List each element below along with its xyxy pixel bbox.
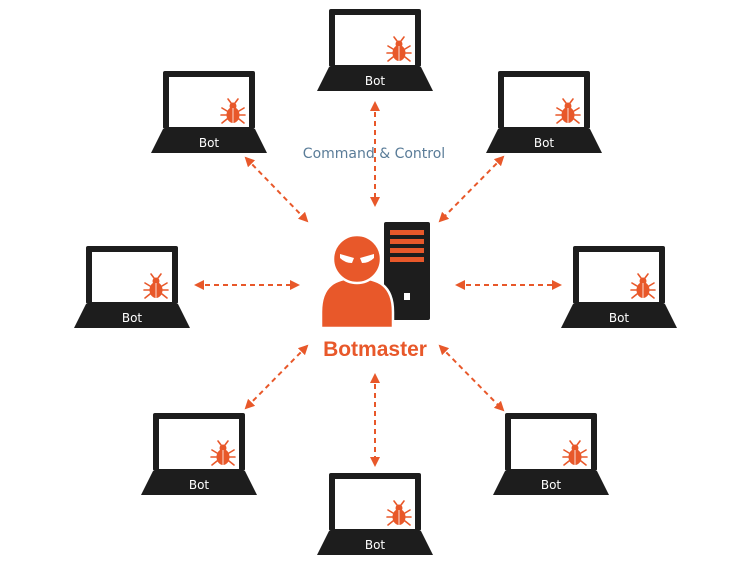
hacker-icon <box>319 233 395 330</box>
bot-label: Bot <box>365 538 386 552</box>
laptop-base <box>486 129 602 153</box>
bot-label: Bot <box>541 478 562 492</box>
laptop-base <box>74 304 190 328</box>
bug-icon <box>555 98 581 124</box>
bot-label: Bot <box>609 311 630 325</box>
laptop-base <box>141 471 257 495</box>
bot-laptop-bottom-left: Bot <box>141 413 257 495</box>
bot-label: Bot <box>365 74 386 88</box>
laptop-base <box>493 471 609 495</box>
bot-laptop-bottom: Bot <box>317 473 433 555</box>
laptop-base <box>561 304 677 328</box>
arrow-top-left <box>244 156 309 223</box>
arrow-bottom-left <box>244 344 309 410</box>
bot-laptop-left: Bot <box>74 246 190 328</box>
bot-laptop-right: Bot <box>561 246 677 328</box>
laptop-base <box>151 129 267 153</box>
botmaster: Botmaster <box>319 222 430 361</box>
laptop-base <box>317 67 433 91</box>
command-control-label: Command & Control <box>303 146 445 162</box>
server-icon <box>384 222 430 320</box>
bot-label: Bot <box>199 136 220 150</box>
connection-arrows <box>194 101 562 467</box>
botmaster-label: Botmaster <box>323 338 427 361</box>
bug-icon <box>562 440 588 466</box>
bot-label: Bot <box>189 478 210 492</box>
bot-laptop-top: Bot <box>317 9 433 91</box>
laptop-base <box>317 531 433 555</box>
bot-laptop-top-left: Bot <box>151 71 267 153</box>
bot-laptop-top-right: Bot <box>486 71 602 153</box>
bug-icon <box>143 273 169 299</box>
arrow-top-right <box>438 155 505 223</box>
bug-icon <box>386 500 412 526</box>
bug-icon <box>630 273 656 299</box>
bot-label: Bot <box>534 136 555 150</box>
bot-laptop-bottom-right: Bot <box>493 413 609 495</box>
arrow-bottom-right <box>438 344 505 412</box>
bug-icon <box>386 36 412 62</box>
bug-icon <box>220 98 246 124</box>
bot-label: Bot <box>122 311 143 325</box>
bug-icon <box>210 440 236 466</box>
